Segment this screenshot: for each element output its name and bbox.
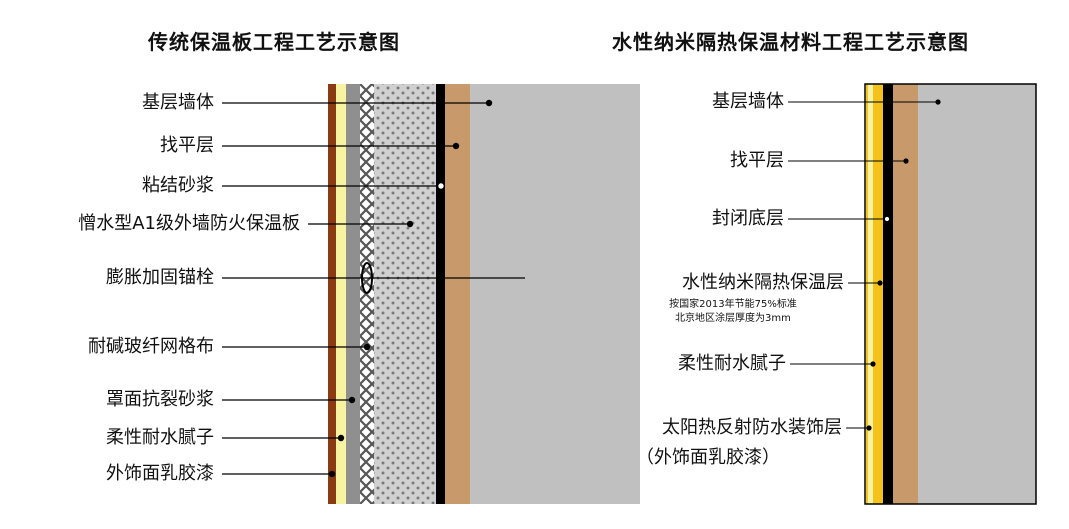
label-left-exterior-paint: 外饰面乳胶漆: [106, 463, 214, 484]
label-right-sealing-primer: 封闭底层: [712, 208, 784, 229]
left-leveling-layer: [445, 84, 470, 504]
right-nano-insulation-layer: [873, 84, 883, 504]
label-right-nano-insulation: 水性纳米隔热保温层: [682, 272, 844, 293]
left-paint-layer: [328, 84, 336, 504]
label-left-insulation-board: 憎水型A1级外墙防火保温板: [78, 213, 300, 234]
note-right-standard: 按国家2013年节能75%标准: [669, 299, 797, 310]
left-bonding-layer: [436, 84, 445, 504]
left-crack-mortar-layer: [346, 84, 360, 504]
label-left-bonding-mortar: 粘结砂浆: [142, 175, 214, 196]
right-solar-coating-layer: [866, 84, 868, 504]
left-leader-dots: [328, 99, 493, 478]
label-left-base-wall: 基层墙体: [142, 92, 214, 113]
right-diagram-title: 水性纳米隔热保温材料工程工艺示意图: [612, 30, 969, 54]
left-insulation-board-layer: [374, 84, 436, 504]
label-left-anchor-bolt: 膨胀加固锚栓: [106, 267, 214, 288]
right-layers: [866, 84, 1036, 504]
left-leader-lines: [222, 102, 525, 475]
label-left-flexible-putty: 柔性耐水腻子: [106, 427, 214, 448]
label-left-leveling: 找平层: [160, 135, 214, 156]
right-leader-lines: [788, 101, 938, 429]
right-leveling-layer: [893, 84, 918, 504]
left-diagram-title: 传统保温板工程工艺示意图: [148, 30, 400, 54]
left-putty-layer: [336, 84, 346, 504]
left-layers: [328, 84, 640, 504]
label-right-leveling: 找平层: [730, 150, 784, 171]
right-leader-dots: [866, 99, 941, 431]
right-base-wall-layer: [918, 84, 1036, 504]
note-right-thickness: 北京地区涂层厚度为3mm: [675, 313, 791, 324]
label-left-mesh-cloth: 耐碱玻纤网格布: [88, 336, 214, 357]
left-base-wall-layer: [470, 84, 640, 504]
right-frame: [864, 83, 1037, 505]
right-sealing-layer: [883, 84, 893, 504]
label-right-flexible-putty: 柔性耐水腻子: [678, 353, 786, 374]
label-left-crack-mortar: 罩面抗裂砂浆: [106, 389, 214, 410]
label-right-solar-coating-sub: （外饰面乳胶漆）: [636, 447, 780, 468]
right-putty-layer: [868, 84, 873, 504]
label-right-solar-coating: 太阳热反射防水装饰层: [662, 417, 842, 438]
label-right-base-wall: 基层墙体: [712, 91, 784, 112]
